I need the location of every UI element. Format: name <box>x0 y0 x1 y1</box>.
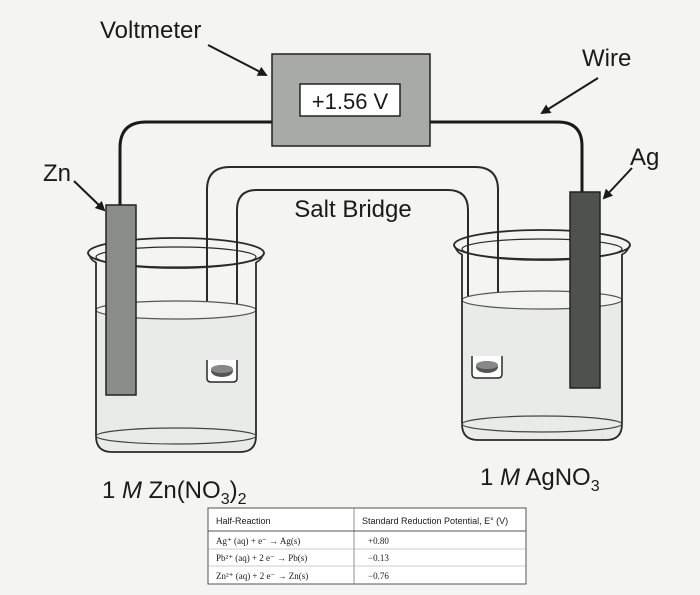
voltmeter-display <box>299 83 401 117</box>
salt-bridge-label: Salt Bridge <box>294 196 411 223</box>
zn-label: Zn <box>43 160 71 187</box>
left-unit: M <box>122 477 142 504</box>
voltmeter-arrow <box>207 44 268 76</box>
zn-arrow <box>73 180 106 212</box>
right-sub: 3 <box>591 478 600 495</box>
ag-arrow <box>602 167 633 200</box>
left-solution-label: 1 M Zn(NO3)2 <box>102 477 247 508</box>
left-sub: 3 <box>221 491 230 508</box>
right-beaker <box>453 229 631 441</box>
wire-left <box>118 120 272 205</box>
wire-arrow <box>540 77 599 115</box>
voltmeter-label: Voltmeter <box>100 17 201 44</box>
ag-label: Ag <box>630 144 659 171</box>
salt-bridge-left-plug <box>206 360 238 383</box>
right-unit: M <box>500 464 520 491</box>
table-row-potential: −0.76 <box>368 571 389 581</box>
table-row-reaction: Ag⁺ (aq) + e⁻ → Ag(s) <box>216 536 300 546</box>
table-header-reaction: Half-Reaction <box>216 516 271 526</box>
salt-bridge-right-plug <box>471 356 503 379</box>
reduction-potential-table: Half-Reaction Standard Reduction Potenti… <box>207 507 527 585</box>
wire-label: Wire <box>582 45 631 72</box>
left-conc: 1 <box>102 477 122 504</box>
salt-bridge-tube <box>206 166 499 370</box>
table-row-potential: +0.80 <box>368 536 389 546</box>
voltmeter-reading: +1.56 V <box>312 89 389 114</box>
table-row-potential: −0.13 <box>368 553 389 563</box>
zn-electrode <box>105 204 137 396</box>
left-formula: Zn(NO <box>142 477 221 504</box>
left-close: ) <box>230 477 238 504</box>
right-formula: AgNO <box>520 464 591 491</box>
right-conc: 1 <box>480 464 500 491</box>
table-row-reaction: Zn²⁺ (aq) + 2 e⁻ → Zn(s) <box>216 571 308 581</box>
ag-electrode <box>569 191 601 389</box>
table-row-reaction: Pb²⁺ (aq) + 2 e⁻ → Pb(s) <box>216 553 307 563</box>
table-header-potential: Standard Reduction Potential, E° (V) <box>362 516 508 526</box>
wire-right <box>428 120 584 192</box>
left-sub2: 2 <box>238 491 247 508</box>
right-solution-label: 1 M AgNO3 <box>480 464 600 495</box>
salt-bridge-tube-inner <box>236 189 469 370</box>
